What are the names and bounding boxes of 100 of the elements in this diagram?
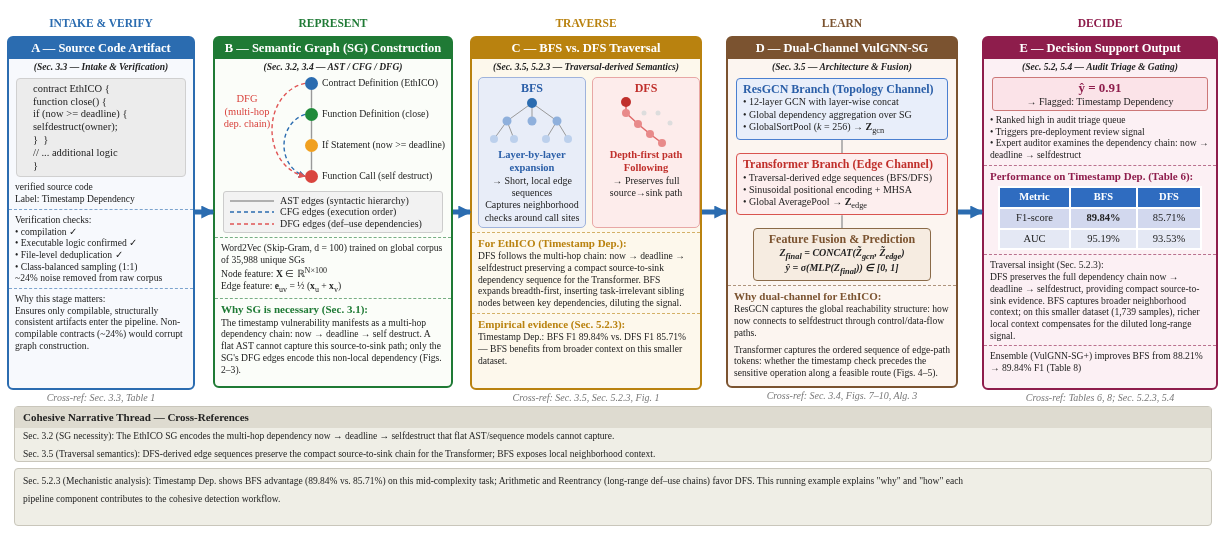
bullet-item: • Global AveragePool → Z$_{edge}$ [743,196,869,212]
panel-subtitle: (Sec. 3.5 — Architecture & Fusion) [771,62,913,74]
narrative-text: Sec. 3.2 (SG necessity): The EthICO SG encodes the multi-hop dependency now → deadline → selfdestruct that flat AST/sequence models cannot capture. [22,430,616,444]
note-card [14,468,1212,526]
stage-label: DECIDE [1076,16,1124,30]
body-text: Word2Vec (Skip-Gram, d = 100) trained on global corpus of 35,988 unique SGs [221,242,444,266]
body-text: → Preserves full source→sink path [608,175,684,200]
body-text: • Triggers pre-deployment review signal [990,125,1146,138]
section-heading: Performance on Timestamp Dep. (Table 6): [990,169,1195,184]
box-title: ResGCN Branch (Topology Channel) [743,81,935,97]
bullet-item: • Sinusoidal positional encoding + MHSA [743,183,913,196]
bullet-item: • GlobalSortPool (k = 256) → Z$_{gcn}$ [743,120,886,136]
flow-arrow [702,205,728,219]
panel-card [726,36,958,388]
flow-arrow [195,205,215,219]
body-text: Ensures only compilable, structurally consistent artifacts enter the pipeline. Non-compilable contracts (~24%) would corrupt graph construction. [15,304,184,352]
code-box [16,77,186,178]
section-heading: Why SG is necessary (Sec. 3.1): [221,303,369,317]
traversal-panel [478,76,586,228]
body-text: Ensemble (VulGNN-SG+) improves BFS from 88.21% → 89.84% F1 (Table 8) [990,350,1204,374]
bullet-item: • 12-layer GCN with layer-wise concat [743,96,900,109]
score-value: ŷ = 0.91 [1077,79,1123,96]
table-header-cell: Metric [998,187,1070,208]
bullet-item: • Traversal-derived edge sequences (BFS/DFS) [743,171,934,184]
narrative-text: Sec. 3.5 (Traversal semantics): DFS-derived edge sequences preserve the compact source-to-sink chain for the Transformer; BFS exposes local neighborhood context. [22,448,657,461]
code-line: if (now >= deadline) { [33,108,129,122]
panel-header: E — Decision Support Output [984,38,1216,60]
body-text: • Expert auditor examines the dependency chain: now → deadline → selfdestruct [990,137,1210,161]
legend-label: CFG edges (execution order) [280,206,397,218]
code-line: // ... additional logic [33,146,119,160]
table-header-cell: DFS [1136,187,1202,208]
legend-label: DFG edges (def–use dependencies) [280,217,422,230]
panel-header: D — Dual-Channel VulGNN-SG [728,38,956,60]
body-text: Transformer captures the ordered sequence of edge-path tokens: whether the timestamp check precedes the sensitive operation along a feasible route (Figs. 4–5). [734,343,950,379]
code-line: } [33,159,40,173]
section-heading: For EthICO (Timestamp Dep.): [478,236,628,251]
body-text: Verification checks: [15,213,93,226]
branch-box [736,77,948,140]
node-label: If Statement (now >= deadline) [322,139,446,152]
dashed-arrow [283,113,306,178]
panel-card [470,36,702,390]
stage-label: TRAVERSE [554,16,618,30]
narrative-text: Sec. 5.2.3 (Mechanistic analysis): Timestamp Dep. shows BFS advantage (89.84% vs. 85.71%) on this mid-complexity task; Arithmetic and Reentrancy (long-range def–use chains) favor DFS. This running example explains "why" and "how" each pipeline component contributes to the cohesive detection workflow. [22,475,965,507]
panel-header: C — BFS vs. DFS Traversal [472,38,700,60]
panel-card [7,36,195,390]
box-subtitle: Depth-first path Following [608,149,684,176]
node-label: Function Definition (close) [322,108,429,121]
body-text: → Short, local edge sequences [491,175,573,200]
box-title: DFS [633,80,659,96]
body-text: • Executable logic confirmed ✓ [15,237,139,249]
connector-line [841,214,843,229]
flow-arrow [958,205,984,219]
connector-line [310,89,313,109]
table-cell: F1-score [998,207,1070,229]
section-heading: Why dual-channel for EthICO: [734,290,883,304]
panel-card [982,36,1218,390]
body-text: Edge feature: e$_{uv}$ = ½ (x$_{u}$ + x$_{v}$) [221,279,343,295]
body-text: DFS follows the multi-hop chain: now → deadline → selfdestruct preserving a compact source-to-sink dependency sequence for the Transformer. BFS expands breadth-first, inserting task-irrelevant sibling nodes between key dependencies, diluting the signal. [478,250,686,309]
panel-subtitle: (Sec. 3.2, 3.4 — AST / CFG / DFG) [262,62,404,74]
body-text: ResGCN captures the global reachability structure: how now connects to selfdestruct through control/data-flow paths. [734,303,950,339]
panel-subtitle: (Sec. 3.3 — Intake & Verification) [32,62,170,74]
traversal-panel [592,76,700,228]
equation: Z$_{final}$ = CONCAT(Z̃$_{gcn}$, Z̃$_{edge}$) [778,246,906,262]
section-header: Cohesive Narrative Thread — Cross-References [15,407,1211,429]
node-label: Contract Definition (EthICO) [322,77,438,90]
fusion-box [752,228,932,282]
stage-label: LEARN [820,16,864,30]
body-text: Node feature: X ∈ ℝ$^{N×100}$ [221,265,328,280]
body-text: The timestamp vulnerability manifests as a multi-hop dependency chain: now → deadline → self destruct. A flat AST cannot capture this source-to-sink path; only the SG's DFG edges encode this non-local dependency (Figs. 2–3). [221,316,443,376]
node-label: Function Call (self destruct) [322,170,433,183]
body-text: Traversal insight (Sec. 5.2.3): [990,259,1105,272]
panel-header: A — Source Code Artifact [9,38,193,60]
equation: ŷ = σ(MLP(Z$_{final}$)) ∈ [0, 1] [783,261,900,278]
stage-label: INTAKE & VERIFY [48,16,154,30]
panel-card [213,36,453,388]
body-text: verified source code [15,181,94,194]
cross-reference-note: Cross-ref: Sec. 3.3, Table 1 [45,392,157,405]
cross-reference-note: Cross-ref: Sec. 3.4, Figs. 7–10, Alg. 3 [765,390,919,403]
legend-label: AST edges (syntactic hierarchy) [280,194,409,207]
note-card [14,406,1212,462]
body-text: Why this stage matters: [15,293,107,305]
score-box [992,76,1208,111]
code-line: contract EthICO { [33,82,111,96]
code-line: selfdestruct(owner); [33,121,119,134]
box-subtitle: Layer-by-layer expansion [497,149,567,176]
body-text: Label: Timestamp Dependency [15,193,136,205]
code-line: function close() { [33,95,108,109]
cross-reference-note: Cross-ref: Tables 6, 8; Sec. 5.2.3, 5.4 [1024,392,1176,405]
stage-label: REPRESENT [297,16,369,30]
connector-line [310,120,313,140]
panel-subtitle: (Sec. 5.2, 5.4 — Audit Triage & Gating) [1021,62,1179,74]
body-text: • File-level deduplication ✓ [15,248,124,261]
code-line: } } [33,134,50,147]
body-text: Timestamp Dep.: BFS F1 89.84% vs. DFS F1 85.71% — BFS benefits from broader context on this smaller dataset. [478,331,688,367]
panel-subtitle: (Sec. 3.5, 5.2.3 — Traversal-derived Semantics) [492,62,680,74]
box-title: Feature Fusion & Prediction [767,232,917,247]
dashed-arrow [271,82,306,178]
body-text: ~24% noise removed from raw corpus [15,272,164,285]
box-title: Transformer Branch (Edge Channel) [743,157,934,172]
panel-header: B — Semantic Graph (SG) Construction [215,38,451,60]
